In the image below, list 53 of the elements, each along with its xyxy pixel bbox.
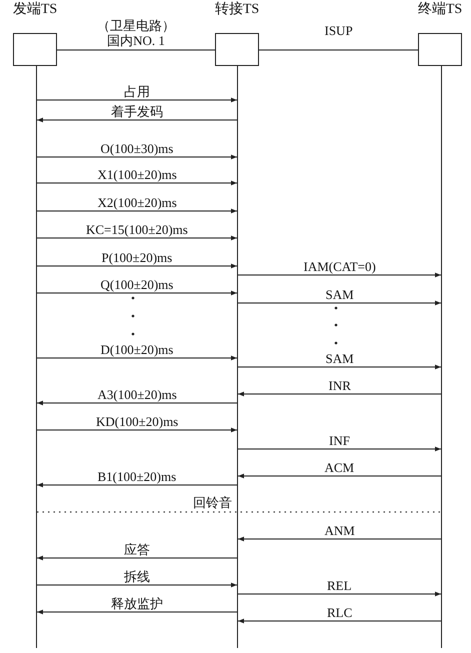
edge-label: 应答 <box>122 542 152 557</box>
arrow <box>36 556 238 560</box>
edge-label: X2(100±20)ms <box>96 195 179 210</box>
arrow <box>238 272 442 278</box>
arrow <box>238 446 442 452</box>
edge-label: KC=15(100±20)ms <box>84 222 190 237</box>
lifeline <box>441 66 442 648</box>
arrow <box>36 356 238 360</box>
station-label: 终端TS <box>416 2 464 18</box>
edge-label: X1(100±20)ms <box>96 167 179 182</box>
arrow <box>36 118 238 122</box>
station-label: 转接TS <box>214 2 260 18</box>
arrow <box>36 264 238 268</box>
arrow <box>36 610 238 614</box>
arrow <box>238 392 442 396</box>
arrow <box>36 290 238 296</box>
edge-label: SAM <box>324 351 356 366</box>
arrow <box>238 300 442 306</box>
edge-label: IAM(CAT=0) <box>302 259 378 274</box>
edge-label: Q(100±20)ms <box>98 277 176 292</box>
edge-label: 着手发码 <box>109 104 165 119</box>
arrow <box>36 482 238 488</box>
edge-label: KD(100±20)ms <box>94 414 180 429</box>
edge-label: B1(100±20)ms <box>96 469 178 484</box>
edge-label: ISUP <box>322 23 355 38</box>
edge-label: 占用 <box>122 84 152 99</box>
edge-label: P(100±20)ms <box>100 250 174 265</box>
arrow <box>36 208 238 214</box>
arrow <box>36 428 238 432</box>
arrow <box>36 582 238 588</box>
arrow <box>238 536 442 542</box>
edge-label: 回铃音 <box>191 495 234 510</box>
arrow <box>238 364 442 370</box>
arrow <box>238 592 442 596</box>
edge-label: D(100±20)ms <box>98 342 176 357</box>
lifeline <box>36 66 37 648</box>
edge-label: RLC <box>325 605 354 620</box>
edge-label: ANM <box>322 523 357 538</box>
arrow <box>36 98 238 102</box>
arrow <box>36 236 238 240</box>
lifeline <box>237 66 238 648</box>
arrow <box>36 154 238 160</box>
arrow <box>36 400 238 406</box>
station-label: 发端TS <box>12 2 58 18</box>
arrow <box>36 180 238 186</box>
edge-label: O(100±30)ms <box>98 141 176 156</box>
edge-label: A3(100±20)ms <box>96 387 179 402</box>
edge-label: ACM <box>322 460 356 475</box>
arrow <box>238 474 442 478</box>
edge-label: 拆线 <box>122 569 152 584</box>
edge-label: SAM <box>324 287 356 302</box>
arrow <box>238 618 442 624</box>
edge-label: 释放监护 <box>109 596 165 611</box>
